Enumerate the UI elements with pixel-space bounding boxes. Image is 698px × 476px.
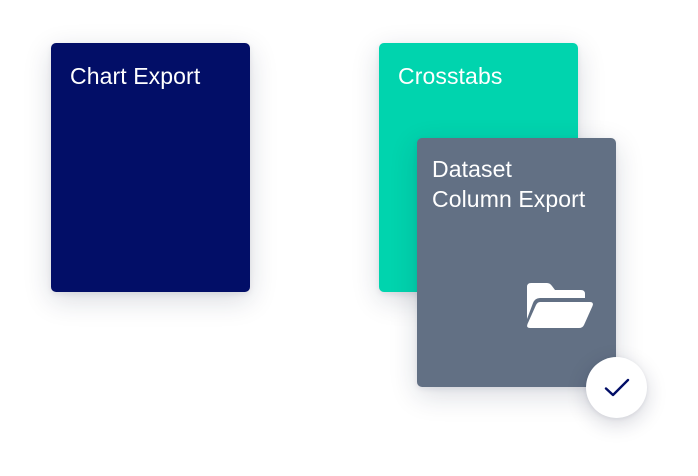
dataset-title-line-1: Dataset [432,156,512,182]
chart-export-card[interactable]: Chart Export [51,43,250,292]
selected-check-badge [586,357,647,418]
dataset-column-export-title: Dataset Column Export [432,154,612,214]
chart-export-title: Chart Export [70,63,201,89]
dataset-title-line-2: Column Export [432,186,586,212]
folder-open-icon [527,283,593,328]
crosstabs-title: Crosstabs [398,63,503,89]
checkmark-icon [604,378,629,396]
dataset-column-export-card[interactable]: Dataset Column Export [417,138,616,387]
